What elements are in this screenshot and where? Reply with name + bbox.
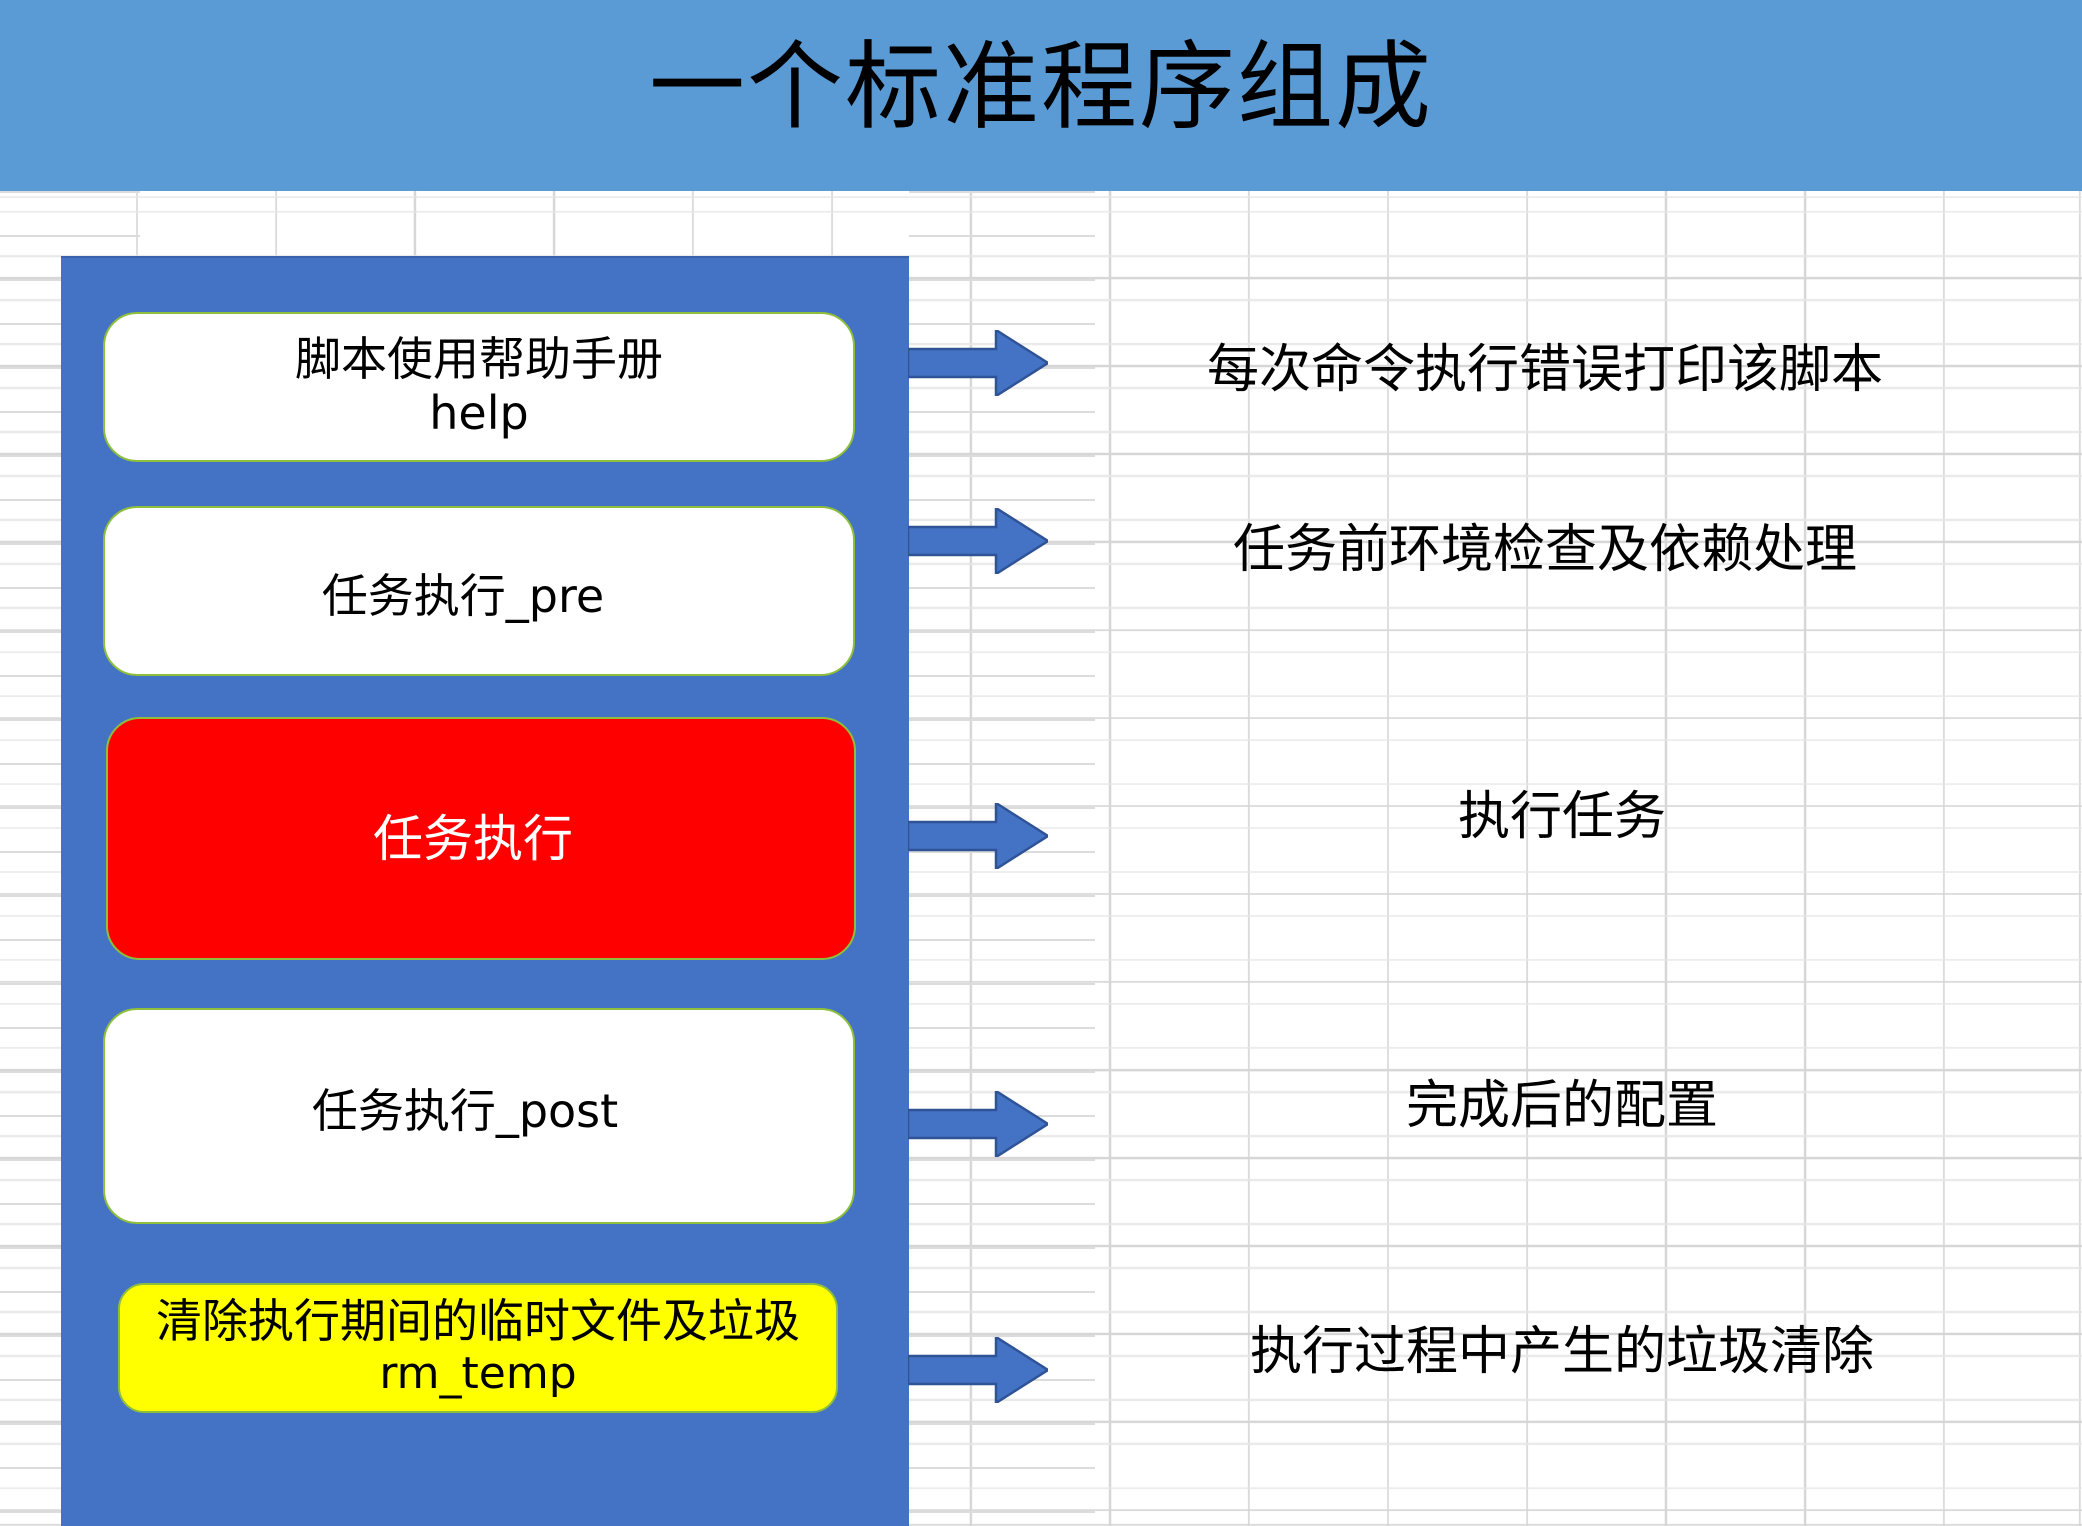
title-banner [0,0,2082,191]
stage-box-task-exec-title: 任务执行 [373,809,573,868]
arrow-right-icon-task-exec [908,803,1048,869]
stage-box-task-post-title: 任务执行_post [311,1084,619,1139]
page-title: 一个标准程序组成 [649,33,1433,141]
stage-box-task-pre-title: 任务执行_pre [321,569,605,624]
annotation-task-exec: 执行任务 [1457,789,1667,846]
annotation-task-post: 完成后的配置 [1405,1078,1719,1135]
annotation-rm-temp: 执行过程中产生的垃圾清除 [1249,1324,1875,1381]
stage-box-rm-temp-command: rm_temp [379,1348,577,1400]
annotation-help: 每次命令执行错误打印该脚本 [1206,342,1884,399]
stage-box-task-exec[interactable]: 任务执行 [106,717,856,960]
arrow-right-icon-task-post [908,1091,1048,1157]
stage-box-task-pre[interactable]: 任务执行_pre [103,506,855,676]
stage-box-task-post[interactable]: 任务执行_post [103,1008,855,1224]
arrow-right-icon-task-pre [908,508,1048,574]
stage-box-rm-temp-title: 清除执行期间的临时文件及垃圾 [156,1293,800,1348]
arrow-right-icon-help [908,330,1048,396]
stage-box-rm-temp[interactable]: 清除执行期间的临时文件及垃圾 rm_temp [118,1283,838,1413]
annotation-task-pre: 任务前环境检查及依赖处理 [1232,520,1858,580]
stage-box-help-title: 脚本使用帮助手册 [295,331,663,386]
stage-box-help[interactable]: 脚本使用帮助手册 help [103,312,855,462]
arrow-right-icon-rm-temp [908,1337,1048,1403]
stage-box-help-command: help [429,386,529,441]
